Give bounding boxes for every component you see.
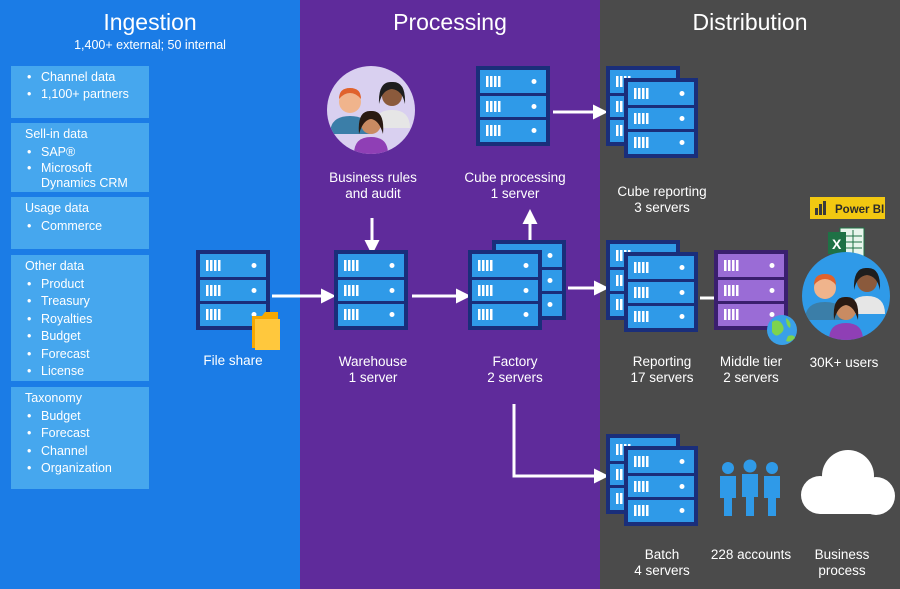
- reporting-server-icon: [606, 240, 698, 332]
- source-item: Commerce: [27, 218, 141, 236]
- source-group-heading: Taxonomy: [25, 391, 82, 405]
- cube-processing-server-icon: [476, 66, 550, 146]
- power-bi-label: Power BI: [835, 204, 884, 216]
- source-item: Channel: [27, 443, 141, 461]
- business-rules-line1: Business rules: [329, 170, 417, 185]
- warehouse-line2: 1 server: [348, 370, 398, 385]
- middle-tier-line1: Middle tier: [719, 354, 783, 369]
- source-item: Budget: [27, 408, 141, 426]
- source-item: Budget: [27, 328, 141, 346]
- file-share-text: File share: [203, 353, 263, 368]
- source-group-other: Other data Product Treasury Royalties Bu…: [11, 255, 149, 381]
- source-group-heading: Sell-in data: [25, 127, 88, 141]
- source-item: Forecast: [27, 425, 141, 443]
- business-rules-label: Business rules and audit: [308, 170, 438, 202]
- cube-reporting-server-icon: [606, 66, 698, 158]
- source-group-usage: Usage data Commerce: [11, 197, 149, 249]
- excel-logo-icon: X: [828, 227, 865, 259]
- source-item: Microsoft Dynamics CRM: [27, 161, 141, 191]
- source-group-sell-in: Sell-in data SAP® Microsoft Dynamics CRM: [11, 123, 149, 192]
- source-group-heading: Usage data: [25, 201, 89, 215]
- batch-server-icon: [606, 434, 698, 526]
- business-rules-line2: and audit: [345, 186, 401, 201]
- distribution-title: Distribution: [692, 9, 808, 35]
- business-rules-people-icon: [327, 66, 415, 154]
- source-group-taxonomy: Taxonomy Budget Forecast Channel Organiz…: [11, 387, 149, 489]
- globe-icon: [767, 315, 797, 345]
- warehouse-label: Warehouse 1 server: [308, 354, 438, 386]
- cloud-icon: [801, 450, 895, 515]
- source-item: Forecast: [27, 346, 141, 364]
- source-item: 1,100+ partners: [27, 87, 141, 102]
- reporting-line1: Reporting: [632, 354, 692, 369]
- factory-line2: 2 servers: [487, 370, 543, 385]
- ingestion-title: Ingestion: [103, 9, 197, 35]
- users-people-icon: [802, 252, 890, 340]
- source-item: Channel data: [27, 69, 141, 87]
- cube-reporting-line1: Cube reporting: [617, 184, 707, 199]
- business-process-line2: process: [818, 563, 866, 578]
- folder-icon: [252, 312, 280, 350]
- middle-tier-label: Middle tier 2 servers: [686, 354, 816, 386]
- users-text: 30K+ users: [809, 355, 879, 370]
- cube-reporting-label: Cube reporting 3 servers: [597, 184, 727, 216]
- source-item: Organization: [27, 460, 141, 478]
- business-process-label: Business process: [784, 547, 900, 579]
- accounts-text: 228 accounts: [710, 547, 792, 562]
- source-group-heading: Other data: [25, 259, 85, 273]
- batch-line1: Batch: [644, 547, 680, 562]
- file-share-label: File share: [168, 353, 298, 369]
- warehouse-server-icon: [334, 250, 408, 330]
- connector-arrows: [272, 104, 714, 484]
- accounts-people-icon: [720, 459, 780, 516]
- middle-tier-line2: 2 servers: [723, 370, 779, 385]
- batch-line2: 4 servers: [634, 563, 690, 578]
- source-item: Royalties: [27, 311, 141, 329]
- warehouse-line1: Warehouse: [338, 354, 408, 369]
- business-process-line1: Business: [814, 547, 870, 562]
- processing-title: Processing: [393, 9, 507, 35]
- reporting-line2: 17 servers: [630, 370, 694, 385]
- factory-line1: Factory: [492, 354, 538, 369]
- batch-label: Batch 4 servers: [597, 547, 727, 579]
- power-bi-logo: Power BI: [810, 197, 885, 219]
- users-label: 30K+ users: [788, 355, 900, 371]
- source-item: SAP®: [27, 144, 141, 162]
- source-item: Treasury: [27, 293, 141, 311]
- accounts-label: 228 accounts: [686, 547, 816, 563]
- source-item: License: [27, 363, 141, 381]
- cube-processing-line2: 1 server: [490, 186, 540, 201]
- cube-reporting-line2: 3 servers: [634, 200, 690, 215]
- factory-server-icon: [468, 240, 566, 330]
- ingestion-subtitle: 1,400+ external; 50 internal: [74, 38, 226, 52]
- source-group-channel: Channel data 1,100+ partners: [11, 66, 149, 118]
- source-item: Product: [27, 276, 141, 294]
- cube-processing-line1: Cube processing: [464, 170, 566, 185]
- cube-processing-label: Cube processing 1 server: [450, 170, 580, 202]
- factory-label: Factory 2 servers: [450, 354, 580, 386]
- reporting-label: Reporting 17 servers: [597, 354, 727, 386]
- excel-letter: X: [832, 236, 842, 252]
